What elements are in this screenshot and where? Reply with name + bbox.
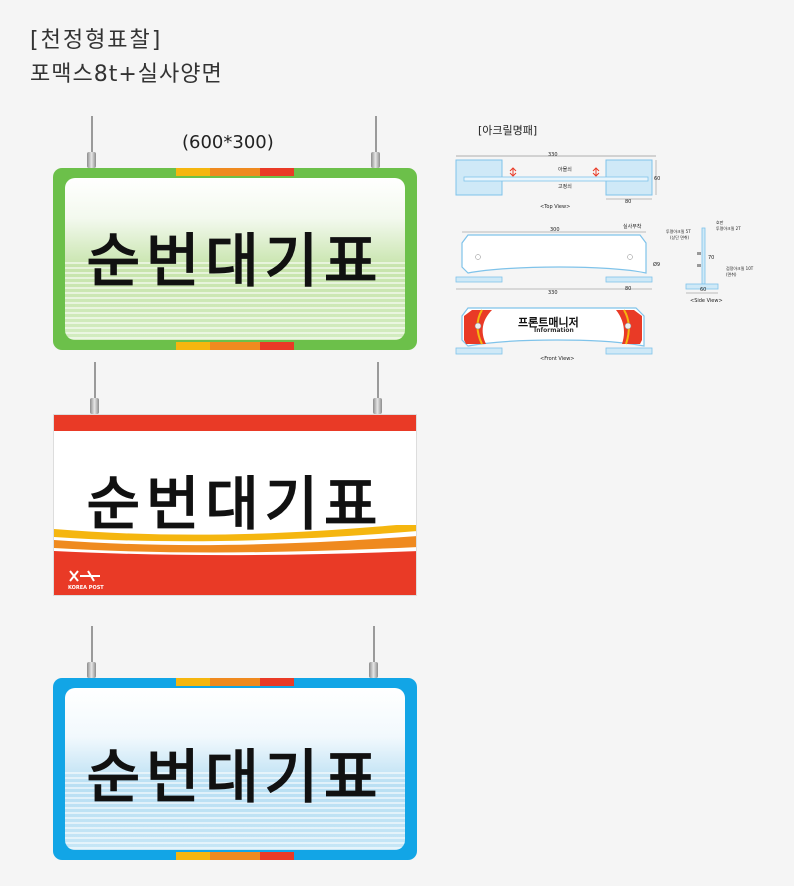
side-label-base: 검정아크릴 10T <box>726 266 754 271</box>
wave-band <box>54 525 416 595</box>
hanger-cap <box>90 398 99 414</box>
top-view-label-1: 아몰쇠 <box>558 167 572 173</box>
hanger-cap <box>371 152 380 168</box>
top-view-drawing <box>455 155 657 200</box>
front-detail-drawing <box>455 231 653 290</box>
acrylic-title: [아크릴명패] <box>478 124 538 137</box>
hanger-cap <box>87 662 96 678</box>
front-view-caption: <Front View> <box>540 356 575 362</box>
page-title: [천정형표찰] <box>30 28 163 53</box>
sign-panel: 순번대기표 <box>65 688 405 850</box>
hanger-rod <box>91 626 93 664</box>
sign-blue: 순번대기표 <box>53 678 417 860</box>
hanger-rod <box>91 116 93 154</box>
size-label: (600*300) <box>182 132 274 153</box>
color-bar-bottom <box>176 342 294 350</box>
top-view-base: 80 <box>625 199 632 205</box>
sign-green: 순번대기표 <box>53 168 417 350</box>
front-detail-base: 80 <box>625 286 632 292</box>
top-view-depth: 60 <box>654 176 661 182</box>
top-view-label-2: 고정쇠 <box>558 184 572 190</box>
front-view-drawing <box>455 307 653 355</box>
hanger-rod <box>375 116 377 154</box>
front-detail-overall: 330 <box>548 290 558 296</box>
color-bar-top <box>176 168 294 176</box>
side-label-acrylic-5t-sub: (상단 면취) <box>670 235 690 240</box>
side-view-drawing <box>685 227 719 294</box>
side-height: 70 <box>708 255 715 261</box>
hanger-cap <box>373 398 382 414</box>
hanger-rod <box>94 362 96 400</box>
stripe-pattern <box>65 772 405 850</box>
sign-text: 순번대기표 <box>86 743 384 811</box>
top-view-width: 330 <box>548 152 558 158</box>
top-view-caption: <Top View> <box>540 204 571 210</box>
hanger-cap <box>87 152 96 168</box>
front-detail-label: 실사부착 <box>623 224 642 230</box>
sign-text: 순번대기표 <box>86 227 384 295</box>
sign-red: 순번대기표 KOREA POST <box>53 414 417 596</box>
sign-text: 순번대기표 <box>86 470 384 538</box>
side-base: 60 <box>700 287 707 293</box>
hanger-rod <box>377 362 379 400</box>
hanger-cap <box>369 662 378 678</box>
front-detail-width: 300 <box>550 227 560 233</box>
front-detail-hole: Ø9 <box>653 262 661 268</box>
side-label-base-sub: (면취) <box>726 272 737 277</box>
sign-top-bar <box>54 415 416 431</box>
side-view-caption: <Side View> <box>690 298 723 304</box>
front-view-text: 프론트매니저 <box>518 316 579 329</box>
color-bar-top <box>176 678 294 686</box>
korea-post-logo-icon <box>69 570 100 582</box>
stripe-pattern <box>65 262 405 340</box>
side-label-top: 호판 <box>716 220 724 225</box>
page-subtitle: 포맥스8t+실사양면 <box>30 62 223 87</box>
color-bar-bottom <box>176 852 294 860</box>
sign-panel: 순번대기표 <box>65 178 405 340</box>
hanger-rod <box>373 626 375 664</box>
side-label-acrylic: 투명아크릴 2T <box>716 226 741 231</box>
logo-text: KOREA POST <box>68 585 104 591</box>
side-label-acrylic-5t: 투명아크릴 5T <box>666 229 691 234</box>
front-view-sub: Information <box>534 327 574 334</box>
